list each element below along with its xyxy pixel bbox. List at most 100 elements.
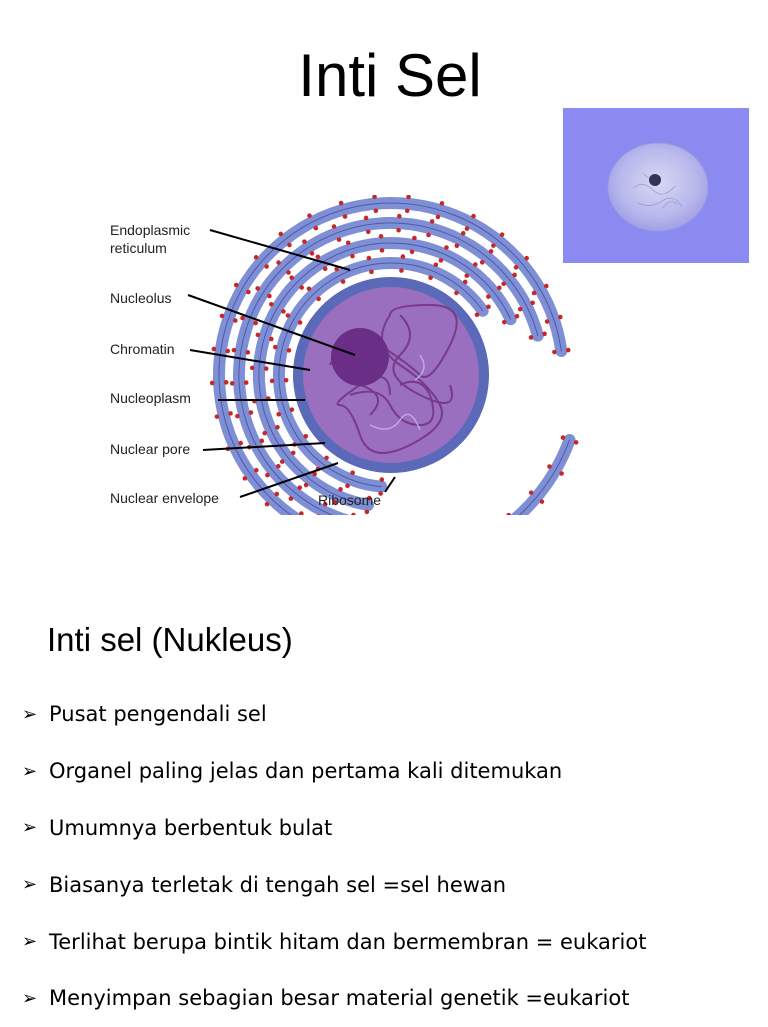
ribosome-dot (274, 491, 280, 497)
nucleus-diagram: Endoplasmic reticulum Nucleolus Chromati… (100, 194, 580, 575)
ribosome-dot (429, 219, 435, 224)
er-band-outline (238, 222, 539, 523)
ribosome-dot (209, 380, 215, 386)
ribosome-dot (287, 242, 292, 248)
ribosome-dot (275, 424, 280, 430)
ribosome-dot (267, 293, 272, 299)
ribosome-dot (285, 313, 291, 318)
ribosome-dot (331, 224, 337, 229)
ribosome-dot (378, 491, 383, 496)
ribosome-dot (297, 320, 303, 325)
ribosome-dot (263, 366, 269, 371)
ribosome-dot (322, 501, 328, 507)
ribosome-dot (558, 314, 563, 320)
ribosome-dot (372, 194, 377, 200)
ribosome-dot (491, 243, 496, 248)
label-nucleolus: Nucleolus (110, 290, 172, 306)
ribosome-dot (501, 319, 507, 325)
ribosome-dot (235, 413, 240, 419)
label-endoplasmic-reticulum-line1: Endoplasmic (110, 222, 191, 238)
ribosome-dot (364, 509, 370, 515)
ribosome-dot (248, 410, 254, 415)
ribosome-dot (232, 318, 238, 323)
ribosome-dot (334, 266, 340, 272)
ribosome-dot (313, 225, 319, 231)
ribosome-dot (539, 499, 545, 504)
ribosome-dot (530, 300, 535, 306)
ribosome-dot (438, 258, 444, 263)
nucleus-micrograph (563, 108, 749, 263)
ribosome-dot (233, 282, 239, 288)
ribosome-dot (524, 255, 529, 261)
ribosome-dot (307, 213, 312, 218)
ribosome-dot (315, 254, 321, 260)
section-heading: Inti sel (Nukleus) (47, 621, 293, 658)
ribosome-dot (286, 348, 292, 353)
arrow-bullet-icon: ➢ (22, 931, 38, 953)
arrow-bullet-icon: ➢ (22, 987, 38, 1009)
ribosome-dot (454, 290, 459, 296)
ribosome-dot (249, 365, 255, 371)
ribosome-dot (528, 490, 534, 495)
ribosome-dot (366, 495, 372, 501)
label-chromatin: Chromatin (110, 341, 175, 357)
ribosome-dot (454, 243, 460, 249)
ribosome-dot (552, 349, 557, 355)
ribosome-dot (366, 255, 372, 261)
ribosome-dot (211, 346, 217, 352)
ribosome-dot (303, 482, 309, 488)
ribosome-dot (259, 438, 265, 444)
ribosome-dot (223, 380, 229, 385)
ribosome-dot (246, 289, 251, 295)
micrograph-image (607, 142, 709, 232)
ribosome-dot (289, 407, 295, 412)
ribosome-dot (512, 272, 517, 278)
bullet-text: Pusat pengendali sel (49, 702, 267, 727)
er-band-outline (218, 202, 562, 535)
ribosome-dot (273, 344, 278, 350)
bullet-text: Menyimpan sebagian besar material geneti… (49, 986, 630, 1011)
ribosome-dot (264, 501, 270, 507)
ribosome-dot (444, 245, 449, 250)
ribosome-dot (299, 511, 304, 516)
ribosome-dot (351, 512, 356, 518)
ribosome-dot (517, 306, 523, 312)
ribosome-dot (350, 253, 355, 259)
ribosome-dot (243, 380, 249, 385)
ribosome-dot (433, 262, 439, 268)
ribosome-dot (231, 347, 237, 353)
ribosome-dot (278, 231, 284, 237)
er-band-outline (278, 262, 484, 488)
ribosome-dot (378, 234, 384, 239)
label-nuclear-envelope: Nuclear envelope (110, 490, 219, 506)
ribosome-dot (269, 336, 274, 342)
ribosome-dot (404, 208, 410, 214)
ribosome-dot (276, 463, 281, 469)
ribosome-dot (565, 347, 571, 353)
ribosome-dot (488, 249, 494, 254)
ribosome-dot (406, 194, 411, 200)
ribosome-dot (474, 312, 480, 318)
ribosome-dot (479, 260, 485, 265)
ribosome-dot (506, 512, 511, 518)
nucleolus-shape (331, 328, 389, 386)
ribosome-dot (290, 450, 296, 456)
ribosome-dot (253, 320, 258, 326)
bullet-item: ➢Organel paling jelas dan pertama kali d… (22, 743, 646, 800)
ribosome-dot (309, 251, 315, 256)
page-title: Inti Sel (298, 42, 482, 109)
ribosome-dot (396, 227, 401, 233)
chromatin-light-shape (369, 354, 425, 431)
bullet-item: ➢Terlihat berupa bintik hitam dan bermem… (22, 913, 646, 970)
ribosome-dot (379, 248, 385, 253)
ribosome-dot (299, 285, 305, 290)
ribosome-dot (306, 286, 312, 292)
ribosome-dot (464, 226, 470, 231)
arrow-bullet-icon: ➢ (22, 703, 38, 725)
label-leader-lines (187, 229, 396, 498)
ribosome-dot (345, 240, 351, 246)
ribosome-dot (513, 265, 519, 270)
ribosome-dot (460, 231, 466, 236)
ribosome-dot (279, 459, 285, 464)
ribosome-dot (265, 472, 270, 478)
